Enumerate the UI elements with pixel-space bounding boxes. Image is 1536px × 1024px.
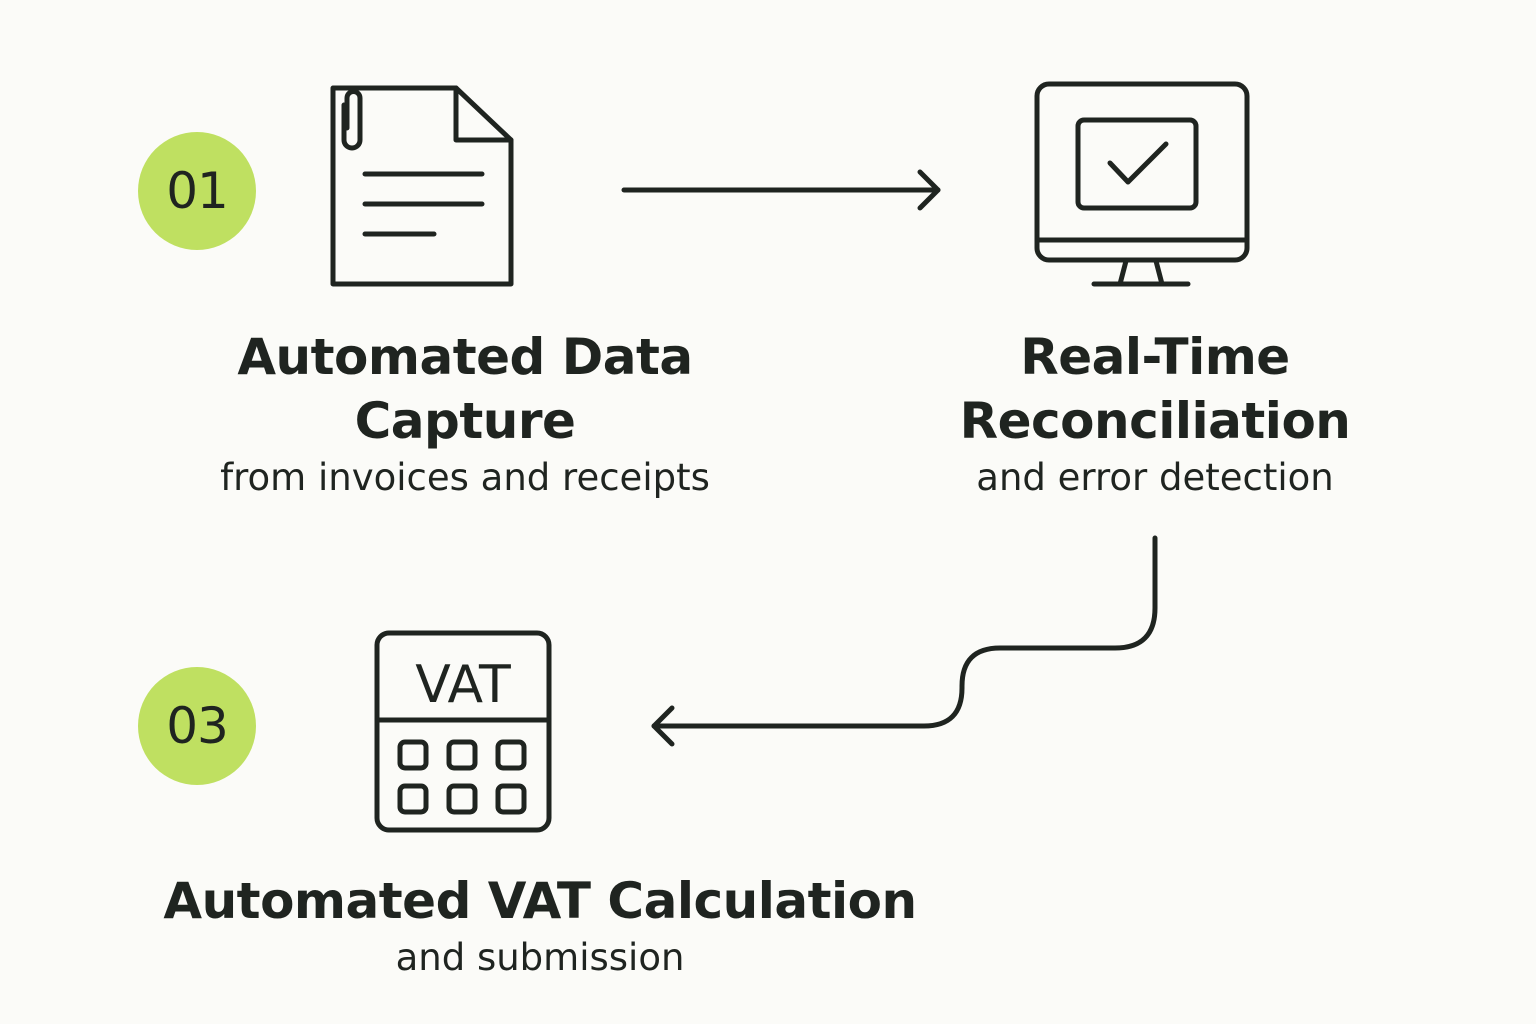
- step-1-title-line-1: Automated Data: [237, 328, 693, 386]
- step-1-number-badge: 01: [138, 132, 256, 250]
- step-3-number-badge: 03: [138, 667, 256, 785]
- curved-arrow-left-icon: [651, 535, 1158, 747]
- arrow-right-icon: [621, 169, 941, 211]
- step-3-subtitle: and submission: [395, 936, 685, 979]
- step-2-subtitle: and error detection: [976, 456, 1334, 499]
- document-with-paperclip-icon: [330, 85, 514, 287]
- monitor-checkmark-icon: [1034, 81, 1250, 287]
- step-1-subtitle: from invoices and receipts: [220, 456, 710, 499]
- step-3-number: 03: [166, 697, 229, 755]
- vat-icon-label: VAT: [415, 655, 511, 715]
- step-3-title: Automated VAT Calculation: [163, 872, 917, 930]
- vat-calculator-icon: VAT: [374, 630, 552, 833]
- step-2-title-line-1: Real-Time: [1020, 328, 1290, 386]
- step-1-caption: Automated Data Capture from invoices and…: [180, 325, 750, 501]
- step-2-caption: Real-Time Reconciliation and error detec…: [940, 325, 1370, 501]
- step-2-title-line-2: Reconciliation: [959, 392, 1351, 450]
- step-1-number: 01: [166, 162, 229, 220]
- step-3-caption: Automated VAT Calculation and submission: [150, 869, 930, 981]
- step-1-title-line-2: Capture: [354, 392, 576, 450]
